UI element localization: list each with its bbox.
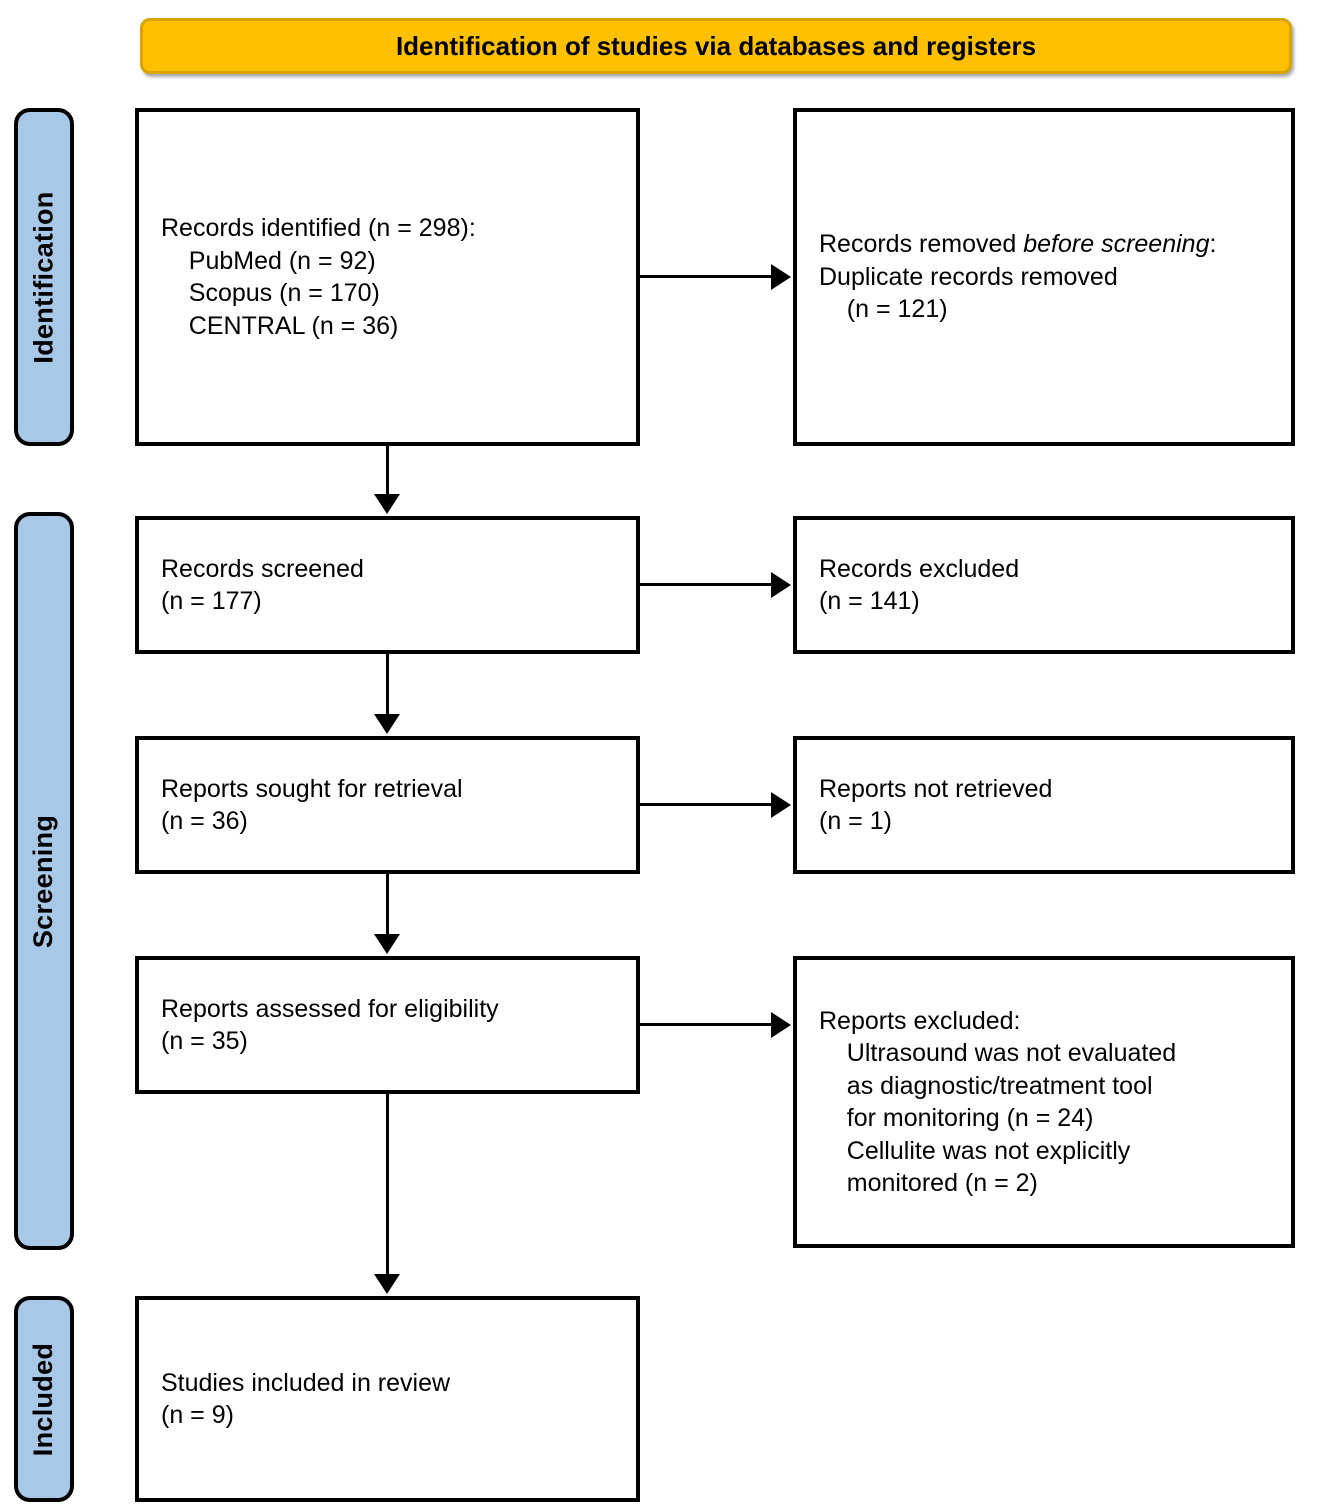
- box-reports-assessed-for-eligibility: Reports assessed for eligibility (n = 35…: [135, 956, 640, 1094]
- connector-sought-to-assessed: [386, 874, 389, 936]
- connector-sought-to-not-retrieved: [640, 803, 774, 806]
- stage-label-screening: Screening: [14, 512, 74, 1250]
- connector-identified-to-removed: [640, 275, 774, 278]
- box-records-removed-before-screening: Records removed before screening: Duplic…: [793, 108, 1295, 446]
- box-reports-not-retrieved: Reports not retrieved (n = 1): [793, 736, 1295, 874]
- stage-label-included-text: Included: [28, 1342, 59, 1456]
- connector-assessed-to-excluded-detail: [640, 1023, 774, 1026]
- box-reports-excluded-detail-text: Reports excluded: Ultrasound was not eva…: [819, 1006, 1177, 1198]
- arrow-right-icon: [771, 792, 791, 818]
- box-reports-not-retrieved-text: Reports not retrieved (n = 1): [819, 774, 1053, 836]
- stage-label-screening-text: Screening: [28, 814, 59, 948]
- arrow-down-icon: [374, 934, 400, 954]
- connector-identified-to-screened: [386, 446, 389, 498]
- arrow-down-icon: [374, 494, 400, 514]
- box-reports-sought-text: Reports sought for retrieval (n = 36): [161, 774, 463, 836]
- box-studies-included-in-review: Studies included in review (n = 9): [135, 1296, 640, 1502]
- arrow-right-icon: [771, 264, 791, 290]
- box-records-excluded-text: Records excluded (n = 141): [819, 554, 1020, 616]
- connector-screened-to-excluded: [640, 583, 774, 586]
- box-records-screened-text: Records screened (n = 177): [161, 554, 364, 616]
- box-reports-sought-for-retrieval: Reports sought for retrieval (n = 36): [135, 736, 640, 874]
- stage-label-identification: Identification: [14, 108, 74, 446]
- box-records-identified-text: Records identified (n = 298): PubMed (n …: [161, 214, 476, 340]
- box-records-screened: Records screened (n = 177): [135, 516, 640, 654]
- records-removed-prefix: Records removed: [819, 230, 1024, 259]
- arrow-right-icon: [771, 1012, 791, 1038]
- records-removed-italic: before screening: [1023, 230, 1210, 259]
- records-removed-colon: :: [1209, 230, 1217, 259]
- box-studies-included-text: Studies included in review (n = 9): [161, 1368, 451, 1430]
- records-removed-rest: Duplicate records removed (n = 121): [819, 262, 1118, 324]
- arrow-down-icon: [374, 1274, 400, 1294]
- connector-assessed-to-included: [386, 1094, 389, 1276]
- stage-label-identification-text: Identification: [28, 190, 59, 364]
- connector-screened-to-sought: [386, 654, 389, 716]
- box-records-identified: Records identified (n = 298): PubMed (n …: [135, 108, 640, 446]
- box-records-removed-text: Records removed before screening: Duplic…: [797, 228, 1291, 326]
- arrow-right-icon: [771, 572, 791, 598]
- box-records-excluded: Records excluded (n = 141): [793, 516, 1295, 654]
- box-reports-assessed-text: Reports assessed for eligibility (n = 35…: [161, 994, 499, 1056]
- diagram-header-banner: Identification of studies via databases …: [140, 18, 1292, 74]
- stage-label-included: Included: [14, 1296, 74, 1502]
- diagram-header-title: Identification of studies via databases …: [395, 30, 1037, 61]
- box-reports-excluded-detail: Reports excluded: Ultrasound was not eva…: [793, 956, 1295, 1248]
- arrow-down-icon: [374, 714, 400, 734]
